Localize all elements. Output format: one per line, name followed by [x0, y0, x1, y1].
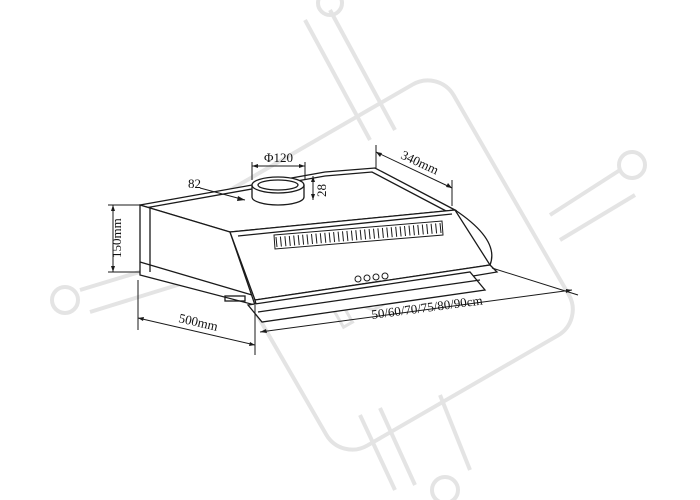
label-duct-offset: 82	[188, 176, 201, 191]
vent-slat	[275, 236, 278, 248]
vent-slat	[412, 225, 415, 236]
control-button-2[interactable]	[363, 274, 371, 282]
arrow-front-right	[566, 289, 572, 293]
arrow-depth-top	[376, 152, 382, 157]
arrow-height-top	[111, 205, 115, 211]
watermark	[50, 0, 647, 500]
dim-line-front-width	[259, 289, 573, 333]
vent-slat	[404, 225, 406, 237]
dim-line-side-width	[137, 317, 256, 346]
vent-slat	[421, 224, 424, 235]
dim-line-depth	[375, 151, 453, 189]
watermark-pin-top-circle	[316, 0, 344, 17]
vent-slat	[346, 230, 349, 241]
vent-slat	[417, 224, 420, 235]
arrow-diameter-right	[299, 164, 305, 168]
vent-slat	[395, 226, 398, 237]
hood-front-top-lip	[237, 213, 453, 237]
vent-slat	[368, 229, 371, 240]
vent-slat	[373, 228, 375, 239]
vent-frame	[273, 220, 444, 250]
arrow-depth-bottom	[446, 183, 452, 188]
vent-slat	[386, 227, 389, 238]
watermark-pin-bottom	[358, 414, 397, 491]
vent-slat	[293, 235, 296, 246]
vent-slat	[350, 230, 353, 241]
vent-slat	[302, 234, 305, 245]
arrow-diameter-left	[252, 164, 258, 168]
vent-slat	[435, 223, 438, 234]
vent-slat	[364, 229, 367, 240]
vent-slat	[288, 235, 291, 246]
watermark-pin-right-2	[558, 193, 637, 242]
vent-slat	[333, 232, 336, 243]
vent-slat	[390, 227, 393, 238]
vent-slat	[430, 223, 433, 234]
watermark-pin-top	[328, 9, 397, 131]
control-button-4[interactable]	[381, 272, 389, 280]
arrow-side-left	[138, 317, 144, 321]
arrow-offset	[237, 196, 245, 201]
watermark-frame	[205, 78, 575, 452]
vent-slat	[311, 233, 313, 245]
vent-slat	[359, 229, 362, 240]
watermark-pin-top-2	[303, 19, 372, 141]
label-duct-diameter: Φ120	[264, 150, 293, 165]
vent-slat	[297, 235, 300, 246]
vent-slat	[328, 232, 331, 243]
dimension-arrows	[111, 152, 572, 346]
vent-slat	[439, 222, 442, 234]
label-side-width: 500mm	[177, 310, 219, 334]
watermark-pin-right-circle	[617, 150, 647, 180]
watermark-pin-bottom-circle	[430, 475, 460, 500]
dim-line-duct-offset	[199, 187, 246, 201]
vent-grille	[273, 220, 444, 250]
hood-right-corner	[454, 209, 493, 266]
control-button-1[interactable]	[354, 275, 362, 283]
hood-top-inner-edge	[144, 171, 449, 213]
dim-ext-front-right	[491, 267, 579, 296]
hood-left-side-seam	[139, 261, 253, 296]
vent-slat	[337, 231, 340, 242]
arrow-front-left	[260, 329, 267, 333]
duct-inner-rim	[257, 179, 299, 191]
exhaust-duct	[251, 176, 305, 206]
vent-slat	[355, 230, 358, 241]
label-height: 150mm	[109, 218, 124, 258]
vent-slat	[381, 227, 384, 238]
vent-slat	[426, 224, 429, 235]
control-panel	[354, 272, 389, 283]
hood-lamp	[224, 295, 246, 302]
vent-slat	[319, 233, 322, 244]
dimension-lines	[108, 145, 579, 355]
arrow-height-28-bottom	[311, 194, 315, 200]
vent-slat	[377, 228, 380, 239]
vent-slat	[342, 231, 344, 242]
arrow-height-28-top	[311, 176, 315, 182]
control-button-3[interactable]	[372, 273, 380, 281]
label-duct-height: 28	[314, 184, 329, 197]
vent-slat	[279, 236, 282, 247]
watermark-pin-bottom-3	[438, 394, 472, 471]
arrow-side-right	[249, 342, 255, 346]
vent-slat	[284, 236, 287, 247]
watermark-pin-bottom-2	[378, 407, 417, 486]
watermark-pin-left-circle	[50, 285, 80, 315]
vent-slat	[408, 225, 411, 236]
vent-slat	[315, 233, 318, 244]
watermark-pin-right	[548, 168, 622, 217]
vent-slat	[399, 226, 402, 237]
filter-tray-inner	[257, 279, 481, 313]
vent-slat	[306, 234, 309, 245]
vent-slat	[324, 232, 327, 243]
arrow-height-bottom	[111, 266, 115, 272]
